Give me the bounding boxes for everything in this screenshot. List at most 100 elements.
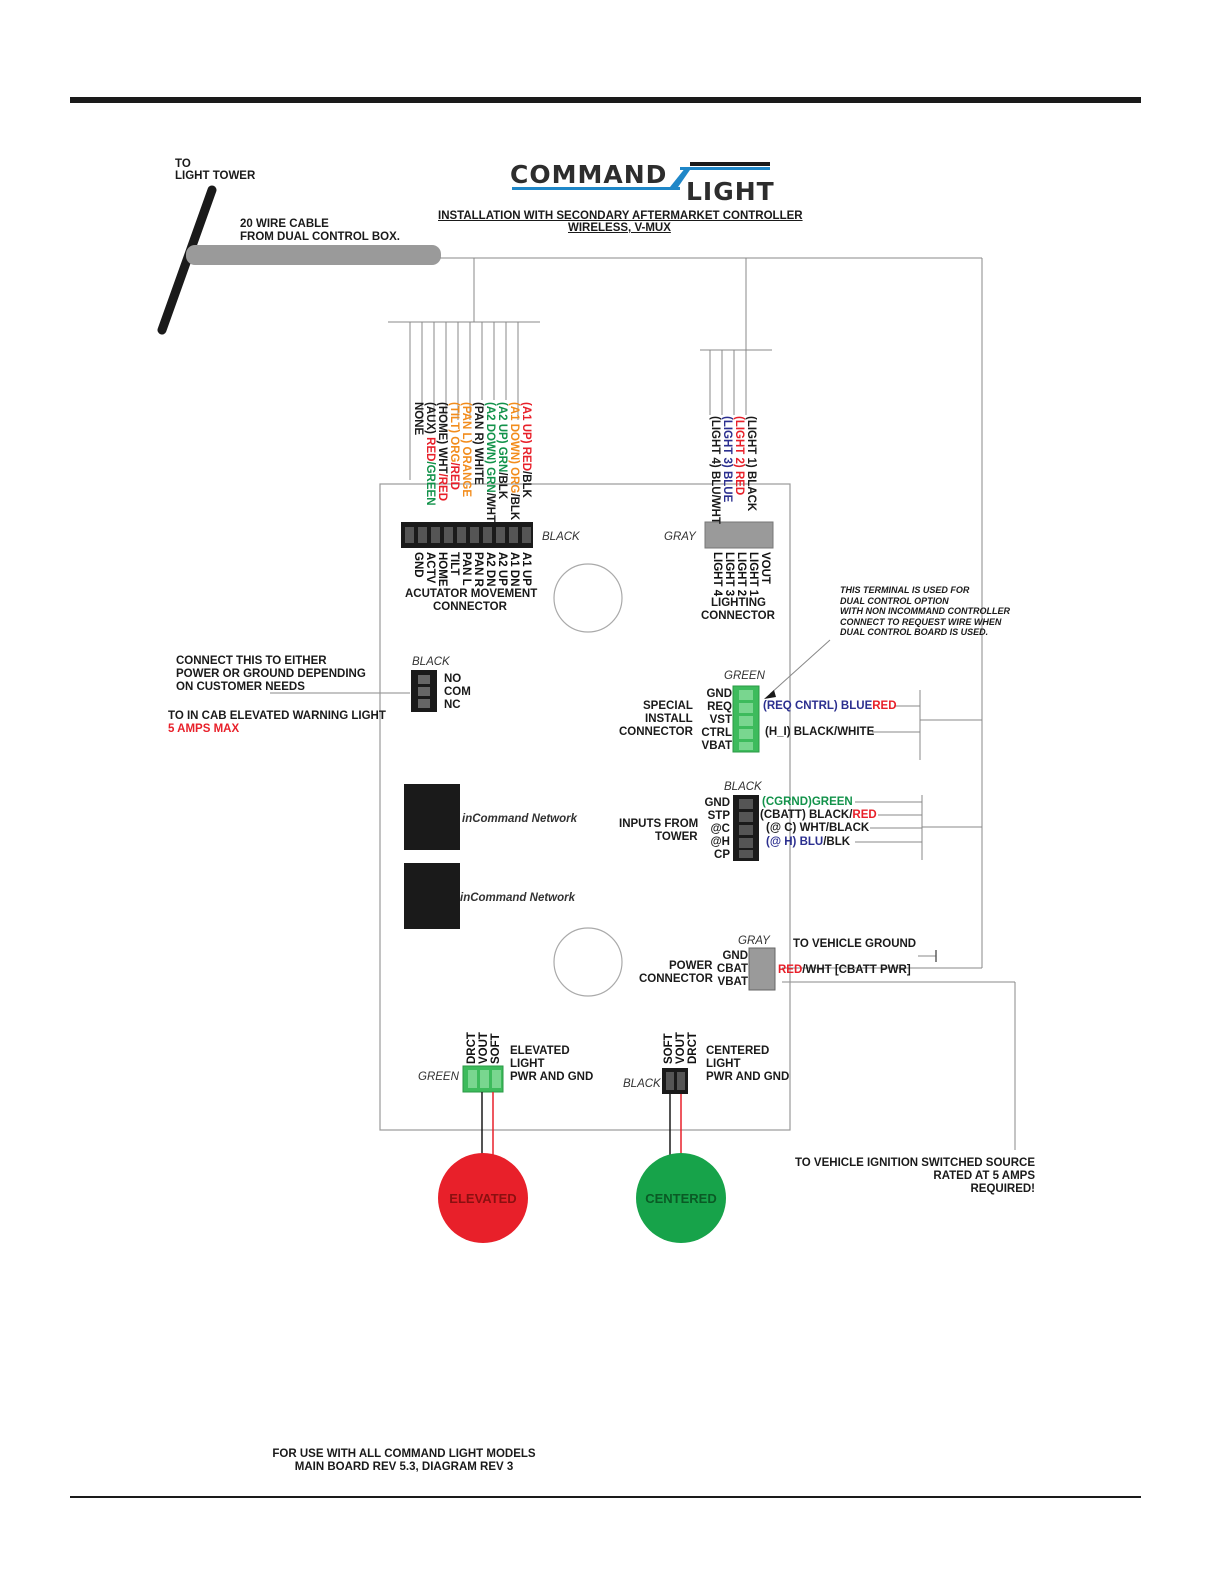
centered-label-3: PWR AND GND (706, 1071, 790, 1083)
actuator-wire-text: (A2 DOWN) (484, 402, 496, 468)
power-ground-label: TO VEHICLE GROUND (793, 938, 917, 950)
logo-graphic (512, 162, 770, 190)
power-label-2: CONNECTOR (639, 973, 713, 985)
actuator-wire-text: (TILT) (448, 402, 460, 437)
actuator-pin-label: A2 UP (496, 552, 508, 586)
relay-note-1: CONNECT THIS TO EITHER (176, 655, 327, 667)
lighting-label-1: LIGHTING (711, 597, 766, 609)
centered-pins (666, 1072, 685, 1090)
special-pin-vst: VST (709, 714, 732, 726)
actuator-wire-text: /BLK (496, 472, 508, 500)
elevated-label-2: LIGHT (510, 1058, 545, 1070)
special-label-1: SPECIAL (643, 700, 693, 712)
cable-label-2: FROM DUAL CONTROL BOX. (240, 231, 400, 243)
note-line-4: CONNECT TO REQUEST WIRE WHEN (840, 616, 1002, 627)
inputs-wire-h-b: BLU (799, 836, 824, 848)
lighting-wire-text: BLU/WHT (709, 470, 721, 524)
inputs-wire-gnd: (CGRND)GREEN (762, 796, 853, 808)
header-line-1: INSTALLATION WITH SECONDARY AFTERMARKET … (438, 210, 803, 222)
special-ctrl-wire: (H_I) BLACK/WHITE (765, 726, 875, 738)
inputs-wire-h-a: (@ H) (766, 836, 800, 848)
special-label-2: INSTALL (645, 713, 693, 725)
footer-line-1: FOR USE WITH ALL COMMAND LIGHT MODELS (272, 1448, 536, 1460)
actuator-wire-text: /BLK (520, 471, 532, 498)
footer-line-2: MAIN BOARD REV 5.3, DIAGRAM REV 3 (294, 1461, 514, 1473)
actuator-pin-label: TILT (448, 552, 460, 576)
elevated-label-1: ELEVATED (510, 1045, 570, 1057)
note-line-3: WITH NON INCOMMAND CONTROLLER (840, 606, 1010, 616)
inputs-wire-stp-b: RED (852, 809, 877, 821)
actuator-wire-label: (HOME) WHT/RED (436, 402, 448, 501)
actuator-wire-text: /GREEN (424, 461, 436, 506)
note-arrow-line (769, 639, 831, 695)
relay-warn-1: TO IN CAB ELEVATED WARNING LIGHT (168, 710, 386, 722)
ignition-line-1: TO VEHICLE IGNITION SWITCHED SOURCE (794, 1157, 1035, 1169)
inputs-pin-stp: STP (707, 810, 730, 822)
inputs-wire-stp: (CBATT) BLACK/RED (760, 809, 877, 822)
centered-pin-label: SOFT (663, 1033, 675, 1064)
actuator-wire-text: (HOME) (436, 402, 448, 448)
elevated-pin-label: DRCT (466, 1032, 478, 1064)
lighting-wire-text: (LIGHT 1) (745, 416, 757, 471)
relay-note-2: POWER OR GROUND DEPENDING (176, 668, 366, 680)
power-label-1: POWER (669, 960, 713, 972)
lighting-wire-label: (LIGHT 2) RED (733, 416, 745, 495)
trunk-wires (270, 257, 1016, 1150)
inputs-wire-stp-a: (CBATT) BLACK/ (760, 809, 853, 821)
inputs-pins (739, 799, 753, 858)
special-pin-req: REQ (707, 701, 732, 713)
tower-label-2: LIGHT TOWER (175, 170, 256, 182)
elevated-lamp-label: ELEVATED (449, 1191, 517, 1206)
lighting-color: GRAY (664, 531, 696, 543)
cable-label-1: 20 WIRE CABLE (240, 218, 329, 230)
centered-lamp (636, 1153, 726, 1243)
actuator-pin-label: PAN L (460, 552, 472, 586)
actuator-pin-label: HOME (436, 552, 448, 587)
inputs-wire-c: (@ C) WHT/BLACK (766, 822, 870, 834)
bottom-rule (70, 1496, 1141, 1498)
lighting-wire-text: (LIGHT 2) (733, 416, 745, 471)
relay-note-3: ON CUSTOMER NEEDS (176, 681, 305, 693)
power-cbatt-wire: RED/WHT [CBATT PWR] (778, 964, 911, 977)
actuator-label-1: ACUTATOR MOVEMENT (405, 588, 538, 600)
actuator-wire-label: (A1 DOWN) ORG/BLK (508, 402, 520, 520)
actuator-wire-text: /RED (436, 473, 448, 502)
lighting-pin-label: LIGHT 4 (711, 552, 723, 597)
mounting-hole-top (553, 563, 623, 633)
relay-color: BLACK (412, 656, 450, 668)
centered-pin-label: VOUT (675, 1032, 687, 1064)
inputs-pin-h: @H (710, 836, 730, 848)
actuator-wire-text: /RED (448, 462, 460, 490)
actuator-pin-label: PAN R (472, 552, 484, 587)
note-arrow-head (764, 690, 776, 699)
special-pins (739, 690, 753, 750)
network-label-1: inCommand Network (462, 813, 578, 825)
actuator-pin-label: A2 DN (484, 552, 496, 587)
centered-lamp-label: CENTERED (645, 1191, 717, 1206)
actuator-pin-label: A1 UP (520, 552, 532, 586)
lighting-pin-label: VOUT (759, 552, 771, 584)
actuator-wire-label: NONE (412, 402, 424, 435)
header-line-2: WIRELESS, V-MUX (568, 222, 671, 234)
lighting-wire-text: BLUE (721, 470, 733, 503)
power-pin-gnd: GND (722, 950, 748, 962)
lighting-wire-text: RED (733, 470, 745, 496)
elevated-pin-label: SOFT (490, 1033, 502, 1064)
power-cbatt-wire-b: /WHT [CBATT PWR] (802, 964, 911, 976)
tower-label-1: TO (175, 158, 191, 170)
lighting-wire-label: (LIGHT 3) BLUE (721, 416, 733, 502)
note-line-2: DUAL CONTROL OPTION (840, 595, 949, 606)
ignition-note: TO VEHICLE IGNITION SWITCHED SOURCE RATE… (780, 1157, 1035, 1196)
actuator-wires (409, 322, 519, 480)
elevated-color: GREEN (418, 1071, 459, 1083)
special-req-wire: (REQ CNTRL) BLUERED (763, 700, 897, 713)
inputs-wire-h-c: /BLK (823, 836, 851, 848)
special-pin-labels: GND REQ VST CTRL VBAT (700, 688, 732, 753)
inputs-pin-c: @C (710, 823, 730, 835)
actuator-pin-label: ACTV (424, 552, 436, 584)
centered-label-1: CENTERED (706, 1045, 770, 1057)
inputs-wires (855, 801, 922, 843)
power-connector (748, 947, 776, 991)
actuator-wire-text: ORG (448, 436, 460, 463)
actuator-wire-text: (AUX) (424, 402, 436, 438)
